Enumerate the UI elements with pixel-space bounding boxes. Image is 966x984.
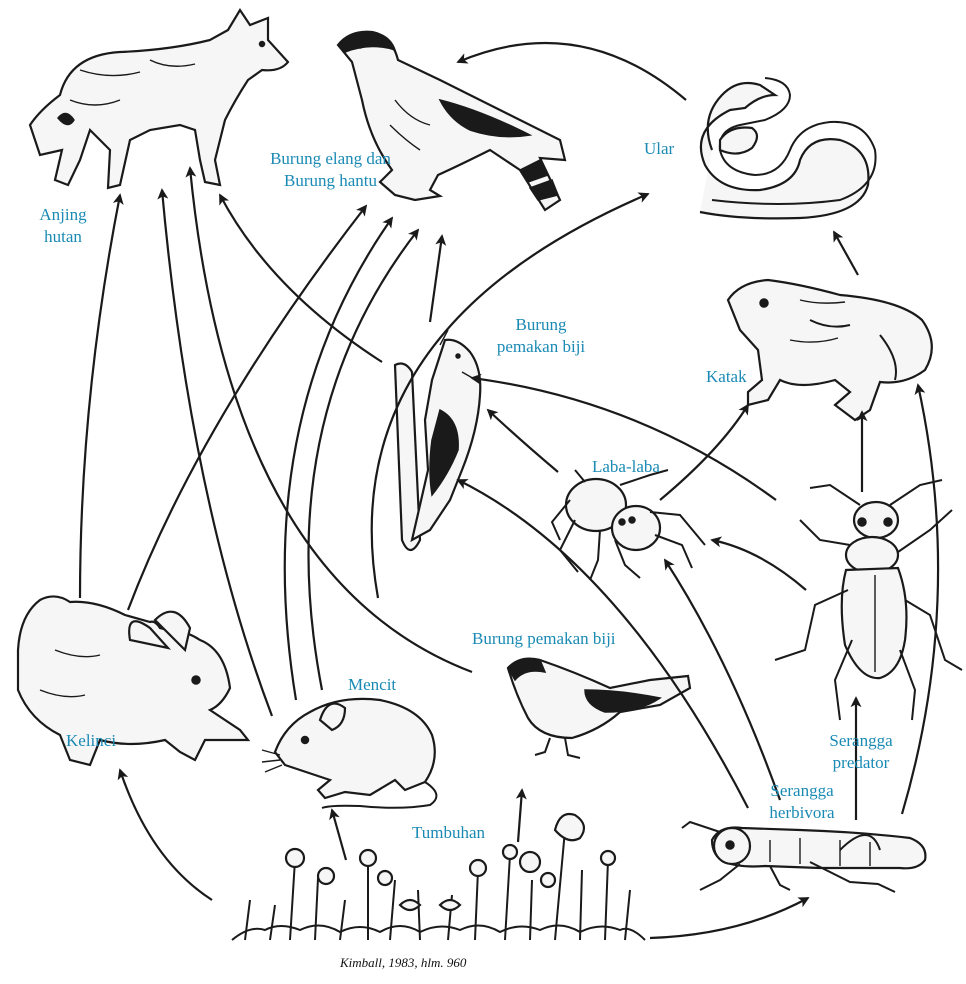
label-wild-dog: Anjing hutan <box>39 205 87 246</box>
mouse-illustration <box>261 697 438 809</box>
snake-illustration <box>699 77 877 220</box>
label-predator-insect: Serangga predator <box>829 731 893 772</box>
label-seed-bird-bottom: Burung pemakan biji <box>472 629 616 648</box>
rabbit-illustration <box>16 595 251 767</box>
label-snake: Ular <box>644 139 675 158</box>
label-spider: Laba-laba <box>592 457 660 476</box>
label-herbivore-insect: Serangga herbivora <box>769 781 835 822</box>
predator-beetle-illustration <box>774 479 963 721</box>
hawk-illustration <box>336 30 567 212</box>
seed-bird-top-illustration <box>393 329 482 552</box>
label-rabbit: Kelinci <box>66 731 117 750</box>
label-frog: Katak <box>706 367 747 386</box>
label-hawk: Burung elang dan Burung hantu <box>270 149 391 190</box>
label-mouse: Mencit <box>348 675 397 694</box>
label-seed-bird-top: Burung pemakan biji <box>496 315 586 356</box>
seed-bird-bottom-illustration <box>506 657 692 759</box>
herbivore-insect-illustration <box>681 820 927 893</box>
wild-dog-illustration <box>28 7 290 190</box>
energy-flow-arrows <box>78 41 940 940</box>
frog-illustration <box>726 278 933 422</box>
label-plants: Tumbuhan <box>412 823 486 842</box>
spider-illustration <box>550 469 706 581</box>
plants-illustration <box>231 812 646 941</box>
source-caption: Kimball, 1983, hlm. 960 <box>340 955 467 970</box>
